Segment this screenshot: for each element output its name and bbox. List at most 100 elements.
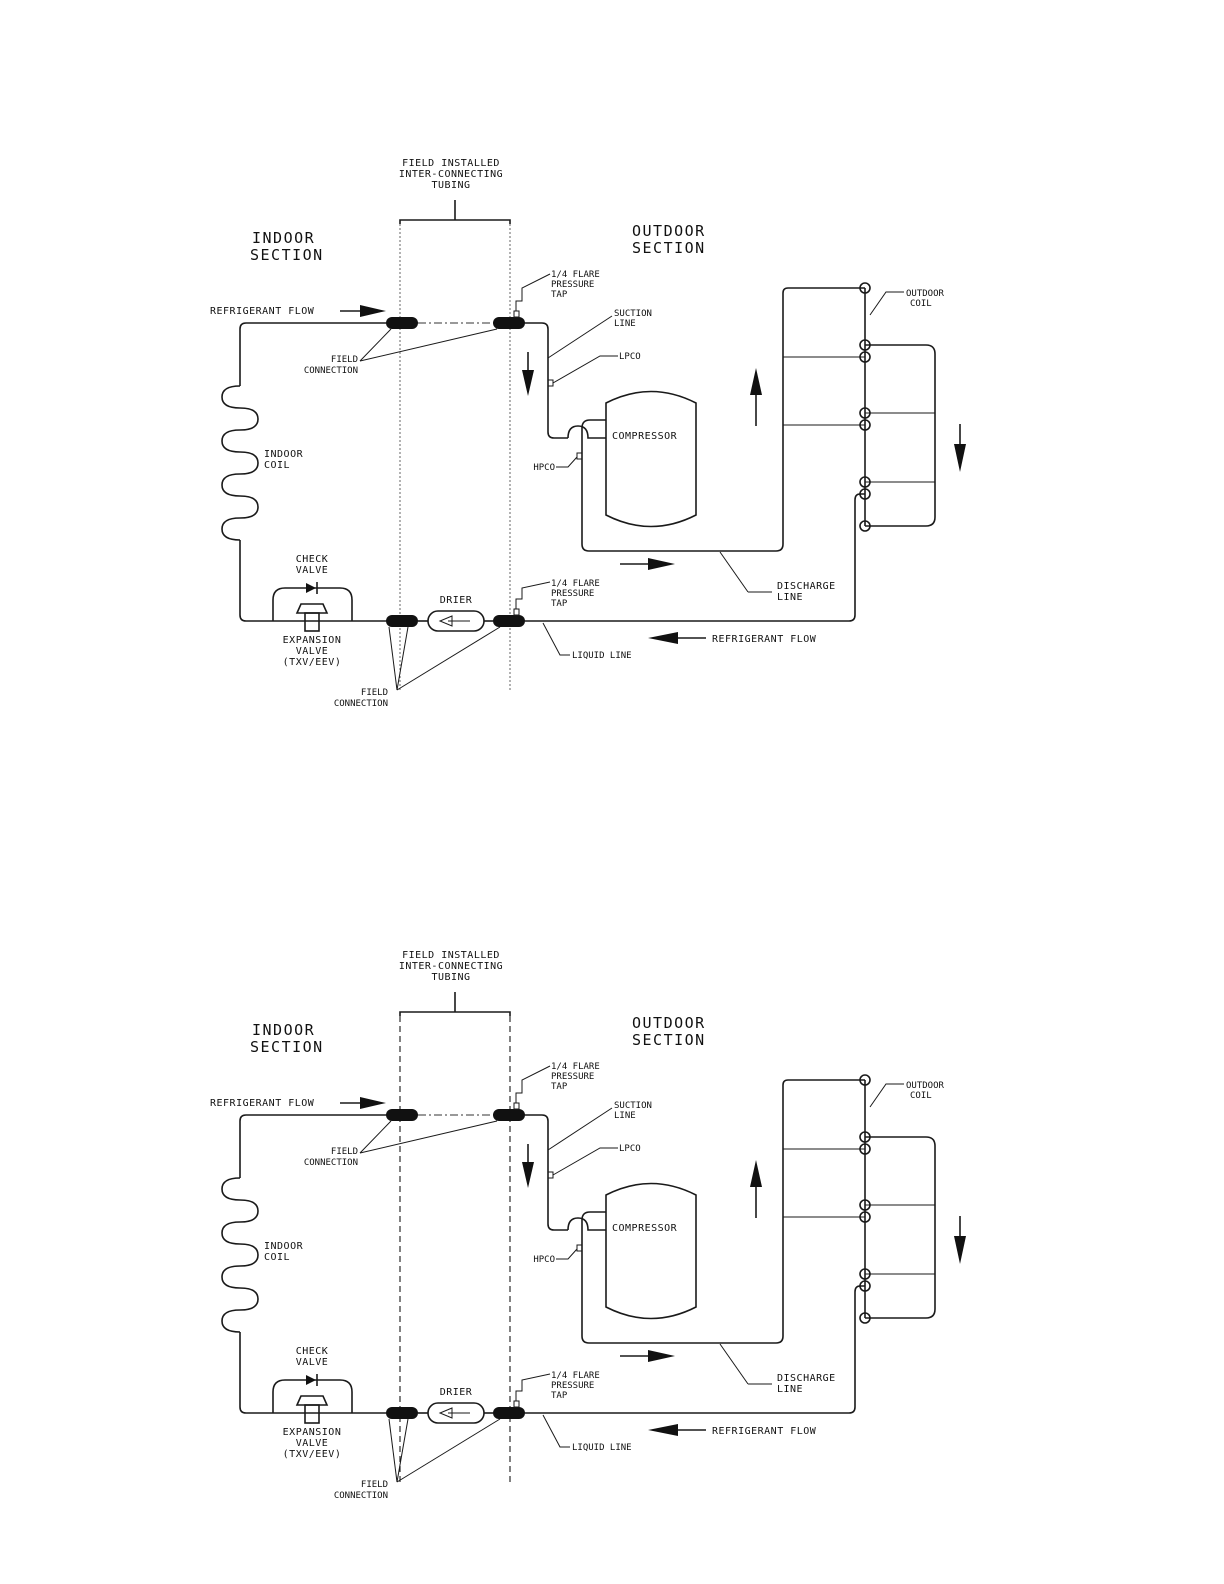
outdoor-coil-label-2: COIL: [910, 1091, 932, 1101]
field-connection-leader-bottom-2: [396, 1418, 409, 1483]
flare-tap-top-label-1: 1/4 FLARE: [551, 1062, 600, 1072]
hpco-leader: [556, 456, 578, 468]
check-valve-icon: [306, 582, 318, 594]
field-connection-bottom-label-2: CONNECTION: [334, 1491, 388, 1501]
outdoor-section-label-1: OUTDOOR: [632, 1014, 706, 1032]
outdoor-coil-icon: [783, 282, 936, 532]
flare-tap-top-label-3: TAP: [551, 290, 568, 300]
zone-bracket: [399, 992, 511, 1016]
field-connection-bottom-right: [493, 1407, 525, 1419]
flow-arrow-down-suction-icon: [522, 352, 534, 396]
expansion-valve-label-3: (TXV/EEV): [283, 1449, 342, 1460]
liquid-line-label: LIQUID LINE: [572, 651, 632, 661]
field-connection-top-left: [386, 317, 418, 329]
outdoor-coil-icon: [783, 1074, 936, 1324]
outdoor-coil-label-1: OUTDOOR: [906, 289, 945, 299]
flare-tap-top-icon: [513, 1102, 520, 1110]
indoor-liquid-pipe: [239, 1332, 386, 1414]
hpco-switch-icon: [576, 452, 583, 460]
outdoor-coil-leader: [869, 1083, 904, 1108]
lpco-label: LPCO: [619, 1144, 641, 1154]
compressor-icon: [605, 1182, 697, 1320]
check-valve-label-2: VALVE: [296, 1357, 329, 1368]
check-valve-label-2: VALVE: [296, 565, 329, 576]
liquid-line-label: LIQUID LINE: [572, 1443, 632, 1453]
field-connection-leader-top-1: [359, 1120, 392, 1154]
indoor-coil-icon: [221, 385, 259, 541]
drier-label: DRIER: [440, 595, 473, 606]
hpco-leader: [556, 1248, 578, 1260]
compressor-label: COMPRESSOR: [612, 431, 678, 442]
lpco-leader: [552, 355, 618, 384]
field-installed-label-3: TUBING: [431, 972, 470, 983]
flare-tap-bottom-label-3: TAP: [551, 599, 568, 609]
outdoor-section-label-2: SECTION: [632, 239, 706, 257]
field-connection-leader-bottom-2: [396, 626, 409, 691]
field-tubing-zone: FIELD INSTALLED INTER-CONNECTING TUBING: [399, 158, 511, 690]
field-connection-top-label-2: CONNECTION: [304, 366, 358, 376]
refrigerant-flow-label-bottom: REFRIGERANT FLOW: [712, 1426, 817, 1437]
discharge-line-pipe: [581, 287, 865, 552]
flow-arrow-right-discharge-icon: [620, 1350, 675, 1362]
indoor-section-label-2: SECTION: [250, 246, 324, 264]
indoor-suction-pipe: [239, 1114, 386, 1178]
field-connection-top-right: [493, 317, 525, 329]
flow-arrow-down-coil-icon: [954, 1216, 966, 1264]
suction-line-label-2: LINE: [614, 1111, 636, 1121]
flow-arrow-left-bottom-icon: [648, 1424, 706, 1436]
field-installed-label-1: FIELD INSTALLED: [402, 950, 500, 961]
refrigerant-flow-label-top: REFRIGERANT FLOW: [210, 306, 315, 317]
indoor-section-label-1: INDOOR: [252, 229, 315, 247]
schematic-diagram-bottom: FIELD INSTALLED INTER-CONNECTING TUBING …: [0, 792, 1224, 1584]
flow-arrow-down-coil-icon: [954, 424, 966, 472]
flare-tap-bottom-label-2: PRESSURE: [551, 1381, 594, 1391]
field-connection-top-label-1: FIELD: [331, 1147, 358, 1157]
discharge-line-label-2: LINE: [777, 592, 803, 603]
flare-tap-bottom-label-1: 1/4 FLARE: [551, 579, 600, 589]
outdoor-liquid-pipe: [525, 1285, 865, 1414]
field-connection-bottom-left: [386, 1407, 418, 1419]
expansion-valve-label-2: VALVE: [296, 1438, 329, 1449]
indoor-coil-label-2: COIL: [264, 1252, 290, 1263]
field-installed-label-3: TUBING: [431, 180, 470, 191]
discharge-line-label-1: DISCHARGE: [777, 1373, 836, 1384]
discharge-line-label-2: LINE: [777, 1384, 803, 1395]
suction-loop: [567, 1217, 606, 1231]
drier-icon: [427, 610, 485, 632]
compressor-label: COMPRESSOR: [612, 1223, 678, 1234]
liquid-line-leader: [542, 1414, 570, 1448]
flare-tap-bottom-label-3: TAP: [551, 1391, 568, 1401]
flare-tap-bottom-icon: [513, 608, 520, 616]
field-connection-leader-top-1: [359, 328, 392, 362]
indoor-liquid-pipe: [239, 540, 386, 622]
expansion-valve-icon: [295, 1395, 329, 1424]
field-installed-label-2: INTER-CONNECTING: [399, 169, 503, 180]
field-connection-top-label-2: CONNECTION: [304, 1158, 358, 1168]
check-valve-icon: [306, 1374, 318, 1386]
outdoor-section-label-1: OUTDOOR: [632, 222, 706, 240]
flare-tap-bottom-icon: [513, 1400, 520, 1408]
field-tubing-zone: FIELD INSTALLED INTER-CONNECTING TUBING: [399, 950, 511, 1482]
suction-line-leader: [547, 1107, 613, 1151]
field-installed-label-2: INTER-CONNECTING: [399, 961, 503, 972]
discharge-line-pipe: [581, 1079, 865, 1344]
indoor-coil-label-2: COIL: [264, 460, 290, 471]
field-connection-leader-bottom-1: [388, 626, 398, 691]
discharge-line-leader: [719, 551, 749, 593]
suction-line-label-2: LINE: [614, 319, 636, 329]
field-connection-leader-bottom-1: [388, 1418, 398, 1483]
field-connection-bottom-label-1: FIELD: [361, 688, 388, 698]
field-connection-top-left: [386, 1109, 418, 1121]
lpco-label: LPCO: [619, 352, 641, 362]
field-connection-leader-bottom-3: [396, 1418, 501, 1483]
expansion-valve-label-3: (TXV/EEV): [283, 657, 342, 668]
expansion-valve-icon: [295, 603, 329, 632]
suction-line-label-1: SUCTION: [614, 1101, 652, 1111]
field-connection-top-label-1: FIELD: [331, 355, 358, 365]
field-connection-leader-top-2: [359, 328, 498, 362]
suction-line-label-1: SUCTION: [614, 309, 652, 319]
discharge-line-label-1: DISCHARGE: [777, 581, 836, 592]
outdoor-coil-label-1: OUTDOOR: [906, 1081, 945, 1091]
flare-tap-bottom-label-2: PRESSURE: [551, 589, 594, 599]
field-connection-bottom-label-2: CONNECTION: [334, 699, 388, 709]
